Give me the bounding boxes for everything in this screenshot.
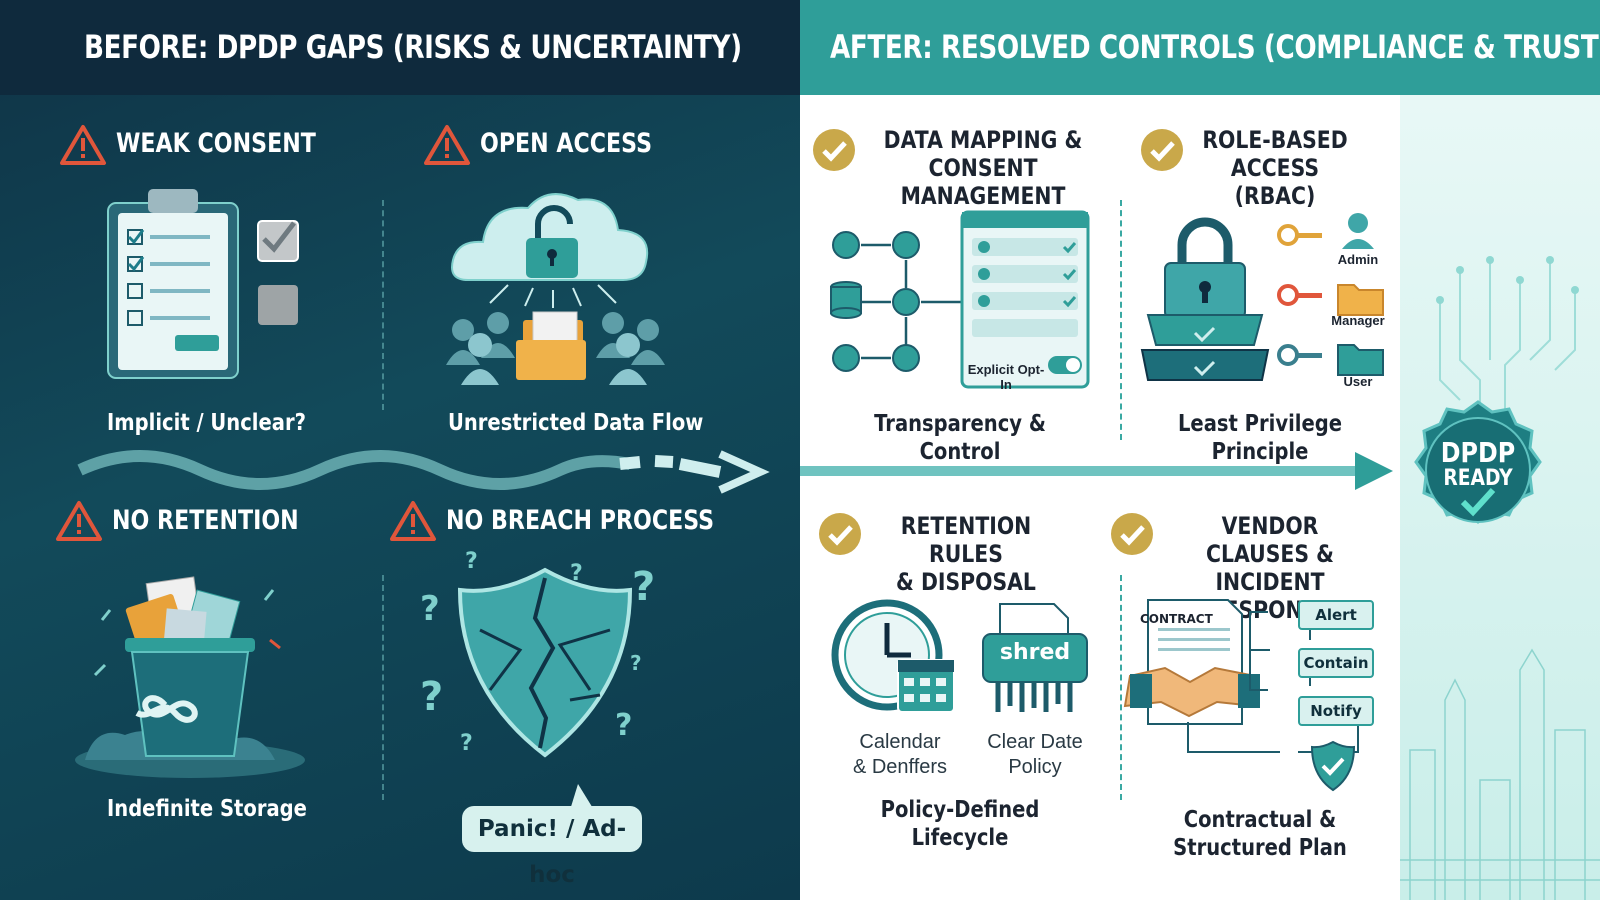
vendor-caption: Contractual & Structured Plan	[1173, 807, 1347, 861]
contract-label: CONTRACT	[1140, 612, 1213, 626]
weak-consent-title: WEAK CONSENT	[116, 128, 316, 159]
cracked-shield-icon: ?? ?? ?? ??	[420, 549, 655, 758]
warning-icon	[424, 125, 470, 165]
retention-title: RETENTION RULES & DISPOSAL	[896, 512, 1036, 596]
shredder-icon	[982, 603, 1088, 712]
dpdp-ready-badge	[1414, 400, 1542, 524]
unlocked-cloud-icon	[446, 193, 665, 385]
check-circle-icon	[1111, 513, 1153, 555]
before-header-bar	[0, 0, 800, 95]
divider-bottom-right	[1120, 575, 1122, 800]
calendar-label: Calendar & Denffers	[852, 731, 948, 778]
alert-step: Alert	[1298, 600, 1374, 630]
no-retention-title: NO RETENTION	[112, 505, 299, 536]
open-access-caption: Unrestricted Data Flow	[448, 410, 704, 436]
check-circle-icon	[819, 513, 861, 555]
overflowing-bin-icon	[75, 576, 305, 778]
shield-check-icon	[1310, 740, 1356, 792]
data-flow-diagram-icon	[830, 231, 961, 372]
divider-top-right	[1120, 200, 1122, 440]
warning-icon	[56, 501, 102, 541]
warning-icon	[60, 125, 106, 165]
circuit-city-decoration	[1400, 256, 1600, 900]
before-heading: BEFORE: DPDP GAPS (RISKS & UNCERTAINTY)	[84, 28, 742, 66]
clock-calendar-icon	[831, 599, 955, 713]
check-circle-icon	[1141, 129, 1183, 171]
role-keys-icon	[1277, 213, 1384, 376]
consent-form-icon	[960, 210, 1090, 389]
svg-text:?: ?	[420, 589, 440, 629]
svg-text:?: ?	[615, 708, 632, 743]
role-admin-label: Admin	[1337, 252, 1379, 267]
check-circle-icon	[813, 129, 855, 171]
svg-text:?: ?	[570, 561, 583, 586]
svg-text:?: ?	[465, 549, 478, 574]
no-breach-title: NO BREACH PROCESS	[446, 505, 715, 536]
notify-step: Notify	[1298, 696, 1374, 726]
weak-consent-caption: Implicit / Unclear?	[107, 410, 306, 436]
speech-bubble-tail	[570, 784, 594, 810]
no-retention-caption: Indefinite Storage	[107, 796, 307, 822]
contract-handshake-icon	[1123, 599, 1260, 725]
stacked-lock-icon	[1140, 217, 1270, 381]
divider-bottom-left	[382, 575, 384, 800]
role-user-label: User	[1343, 374, 1373, 389]
rbac-title: ROLE-BASED ACCESS (RBAC)	[1202, 126, 1348, 210]
after-header-bar	[800, 0, 1600, 95]
policy-label: Clear Date Policy	[987, 731, 1083, 778]
svg-text:?: ?	[420, 674, 443, 720]
svg-text:?: ?	[632, 564, 655, 610]
rbac-caption: Least Privilege Principle	[1177, 411, 1343, 465]
retention-caption: Policy-Defined Lifecycle	[880, 797, 1040, 851]
role-manager-label: Manager	[1331, 313, 1385, 328]
after-heading: AFTER: RESOLVED CONTROLS (COMPLIANCE & T…	[830, 28, 1600, 66]
svg-text:?: ?	[630, 651, 642, 675]
mapping-caption: Transparency & Control	[874, 411, 1046, 465]
mapping-title: DATA MAPPING & CONSENT MANAGEMENT	[883, 126, 1083, 210]
panic-bubble: Panic! / Ad-hoc	[462, 806, 642, 888]
svg-text:?: ?	[460, 731, 473, 756]
badge-line1: DPDP	[1440, 436, 1516, 469]
divider-top-left	[382, 200, 384, 410]
shred-label: shred	[999, 640, 1071, 665]
badge-line2: READY	[1443, 466, 1513, 491]
explicit-opt-in-label: Explicit Opt-In	[967, 362, 1045, 392]
clipboard-checklist-icon	[107, 189, 299, 379]
warning-icon	[390, 501, 436, 541]
transition-arrow	[77, 450, 1393, 494]
contain-step: Contain	[1298, 648, 1374, 678]
open-access-title: OPEN ACCESS	[480, 128, 653, 159]
